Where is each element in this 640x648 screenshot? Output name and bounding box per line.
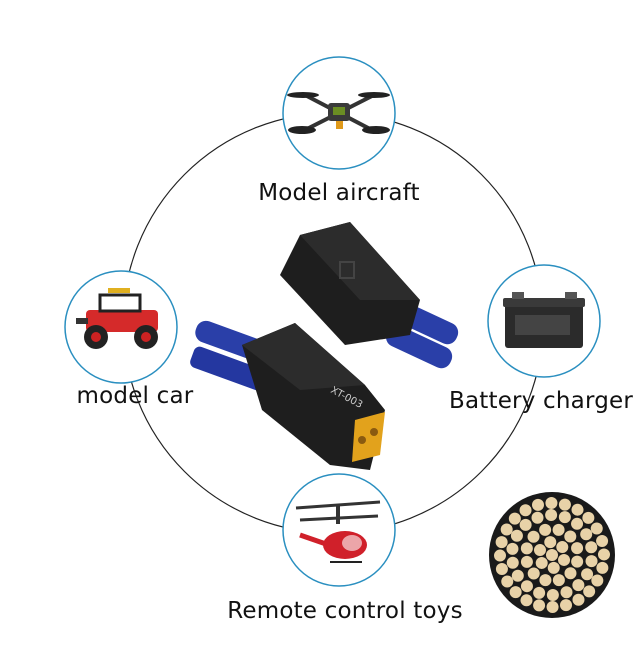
wire-strand <box>520 580 533 593</box>
wire-strand <box>533 544 546 557</box>
wire-strand <box>582 511 595 524</box>
cable-cross-section-icon <box>489 492 615 618</box>
battery-icon <box>487 264 601 378</box>
wire-strand <box>585 555 598 568</box>
wire-strand <box>581 568 594 581</box>
wire-strand <box>596 534 609 547</box>
wire-strand <box>519 504 532 517</box>
wire-strand <box>495 536 508 549</box>
wire-strand <box>558 553 571 566</box>
wire-strand <box>520 594 533 607</box>
xt-plug <box>352 412 385 462</box>
wire-strand <box>506 556 519 569</box>
label-model-aircraft: Model aircraft <box>258 180 420 206</box>
wire-strand <box>572 579 585 592</box>
wire-strand <box>539 523 552 536</box>
wire-strand <box>500 523 513 536</box>
wire-strand <box>506 542 519 555</box>
rc-helicopter-icon <box>282 473 396 587</box>
wire-strand <box>531 498 544 511</box>
wire-strand <box>546 600 559 613</box>
wire-strand <box>564 567 577 580</box>
label-remote-control-toys: Remote control toys <box>227 598 463 624</box>
wire-strand <box>546 549 558 561</box>
wire-strand <box>510 529 523 542</box>
jeep-toy-car-icon <box>64 270 178 384</box>
wire-strand <box>520 555 533 568</box>
wire-strand <box>580 528 593 541</box>
wire-strand <box>520 542 533 555</box>
wire-strand <box>501 575 514 588</box>
wire-strand <box>552 523 565 536</box>
wire-strand <box>544 536 557 549</box>
connector-adapter-rear <box>280 222 459 369</box>
wire-strand <box>511 569 524 582</box>
wire-strand <box>527 530 540 543</box>
wire-strand <box>552 574 565 587</box>
wire-strand <box>509 586 522 599</box>
wire-strand <box>590 522 603 535</box>
wire-strand <box>531 511 544 524</box>
wire-strand <box>539 574 552 587</box>
wire-strand <box>560 599 573 612</box>
wire-strand <box>571 503 584 516</box>
wire-strand <box>558 498 571 511</box>
wire-strand <box>585 541 598 554</box>
wire-strand <box>547 561 560 574</box>
wire-strand <box>558 511 571 524</box>
wire-strand <box>494 549 507 562</box>
label-model-car: model car <box>76 383 194 409</box>
label-battery-charger: Battery charger <box>448 388 634 414</box>
wire-strand <box>556 541 569 554</box>
wire-strand <box>519 518 532 531</box>
wire-strand <box>546 588 559 601</box>
wire-strand <box>591 574 604 587</box>
wire-strand <box>545 509 558 522</box>
wire-strand <box>495 563 508 576</box>
wire-strand <box>571 542 584 555</box>
wire-strand <box>533 599 546 612</box>
wire-strand <box>596 561 609 574</box>
wire-strand <box>527 567 540 580</box>
wire-strand <box>571 517 584 530</box>
wire-strand <box>533 586 546 599</box>
wire-strand <box>508 512 521 525</box>
wire-strand <box>572 593 585 606</box>
wire-strand <box>597 548 610 561</box>
wire-strand <box>560 586 573 599</box>
wire-strand <box>545 497 558 510</box>
drone-icon <box>282 56 396 170</box>
wire-strand <box>564 530 577 543</box>
wire-strand <box>535 556 548 569</box>
wire-strand <box>583 585 596 598</box>
connector-adapter-front: XT-003 <box>190 320 385 470</box>
wire-strand <box>571 555 584 568</box>
